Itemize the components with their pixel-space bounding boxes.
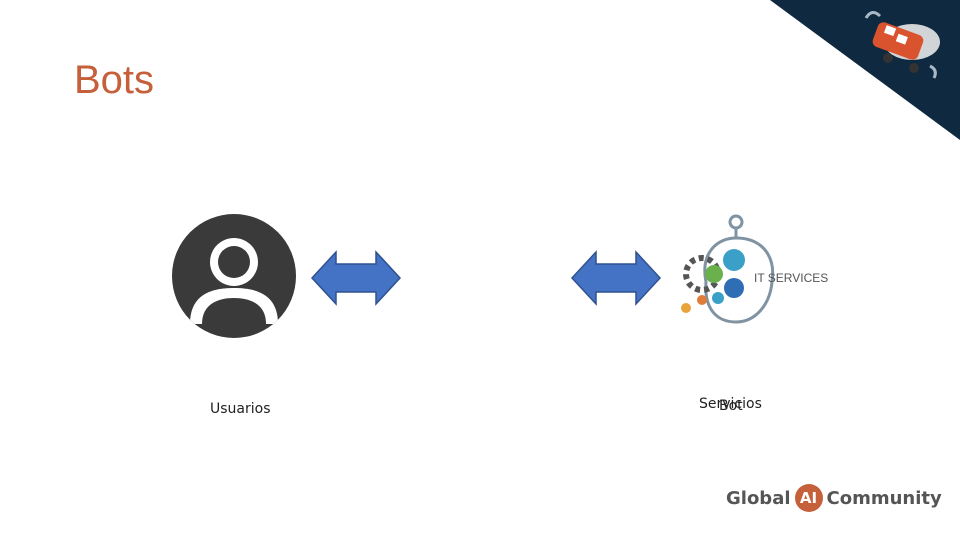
user-icon <box>172 214 296 338</box>
logo-text-community: Community <box>827 488 942 509</box>
global-ai-community-logo: Global AI Community <box>726 484 942 512</box>
bot-label: Bot <box>719 398 743 414</box>
users-label: Usuarios <box>210 401 271 417</box>
bidirectional-arrow-icon <box>570 250 662 306</box>
bidirectional-arrow-icon <box>310 250 402 306</box>
bot-it-services-icon: IT SERVICES <box>676 212 836 330</box>
logo-text-global: Global <box>726 488 791 509</box>
it-services-text: IT SERVICES <box>754 271 828 285</box>
corner-decoration <box>770 0 960 140</box>
logo-text-ai: AI <box>795 484 823 512</box>
slide-title: Bots <box>74 58 154 103</box>
